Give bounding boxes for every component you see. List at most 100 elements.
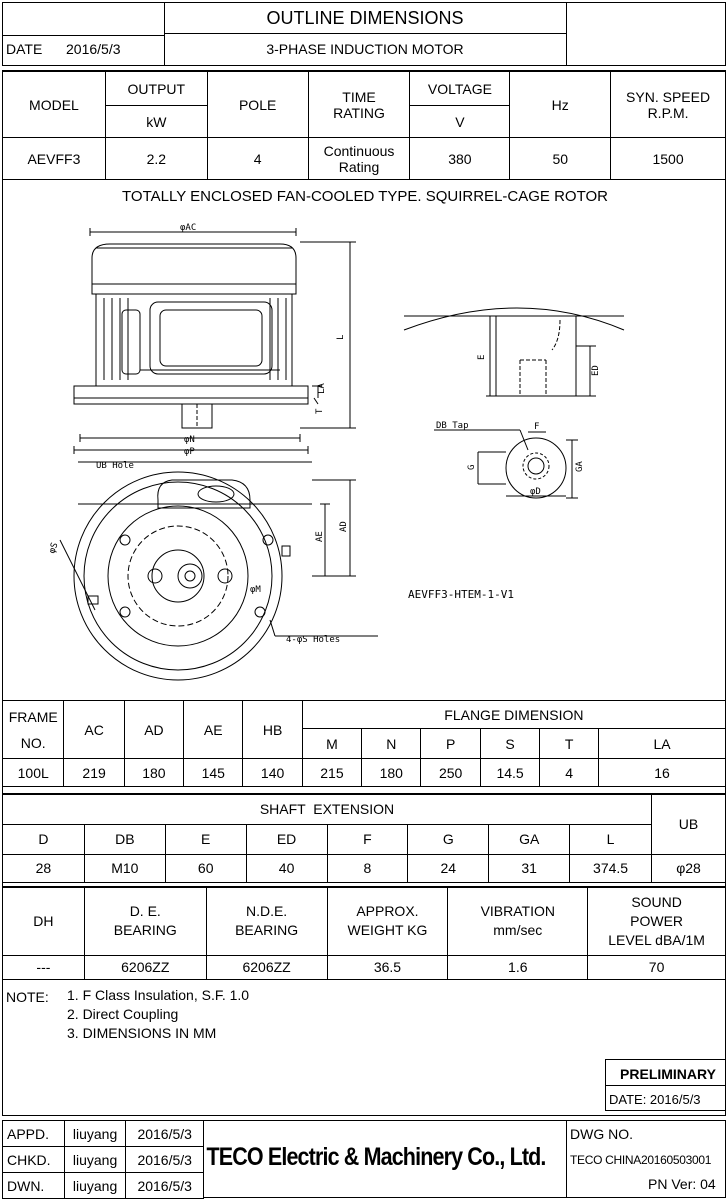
bearing-value-de: 6206ZZ bbox=[83, 954, 207, 980]
approval-role: APPD. bbox=[2, 1120, 65, 1147]
flange-value-m: 215 bbox=[301, 758, 363, 787]
flange-value-p: 250 bbox=[420, 758, 481, 787]
bearing-header-vibration: VIBRATION mm/sec bbox=[447, 886, 589, 956]
bearing-value-dh: --- bbox=[2, 954, 85, 980]
approval-table: APPD. liuyang 2016/5/3 CHKD. liuyang 201… bbox=[2, 1120, 204, 1199]
shaft-value-g: 24 bbox=[407, 853, 490, 883]
date-value: 2016/5/3 bbox=[66, 41, 121, 57]
frame-value-frame-no: 100L bbox=[1, 758, 65, 787]
label-ed: ED bbox=[591, 365, 601, 376]
drawn-role: DWN. bbox=[2, 1172, 65, 1199]
frame-header-ae: AE bbox=[183, 700, 244, 759]
shaft-header-ed: ED bbox=[245, 823, 328, 855]
flange-value-t: 4 bbox=[539, 758, 600, 787]
preliminary-date: DATE: 2016/5/3 bbox=[609, 1092, 701, 1107]
flange-header-la: LA bbox=[598, 728, 726, 759]
shaft-value-l: 374.5 bbox=[569, 853, 653, 883]
frame-header-ac: AC bbox=[63, 700, 125, 759]
preliminary-stamp-divider bbox=[605, 1085, 726, 1086]
header-voltage: VOLTAGE bbox=[409, 71, 511, 106]
bearing-value-sound: 70 bbox=[587, 954, 726, 980]
dwg-label: DWG NO. bbox=[570, 1126, 633, 1142]
header-syn-speed: SYN. SPEED R.P.M. bbox=[610, 71, 726, 138]
company-box bbox=[204, 1120, 566, 1198]
checked-name: liuyang bbox=[63, 1146, 127, 1173]
header-time-rating: TIME RATING bbox=[307, 71, 411, 138]
value-output: 2.2 bbox=[104, 137, 208, 180]
dwg-box bbox=[566, 1120, 726, 1198]
label-s: φS bbox=[47, 541, 60, 555]
value-time-rating: Continuous Rating bbox=[307, 137, 411, 180]
label-l: L bbox=[336, 335, 346, 340]
flange-header-t: T bbox=[539, 728, 600, 759]
header-divider-mid bbox=[164, 33, 566, 34]
spec-table: MODEL OUTPUT POLE TIME RATING VOLTAGE Hz… bbox=[2, 71, 726, 180]
motor-side-view bbox=[73, 228, 356, 454]
header-voltage-unit: V bbox=[409, 105, 511, 138]
bearing-header-de: D. E. BEARING bbox=[83, 886, 207, 956]
bearing-header-weight: APPROX. WEIGHT KG bbox=[326, 886, 449, 956]
frame-header-hb: HB bbox=[242, 700, 303, 759]
value-syn-speed: 1500 bbox=[610, 137, 726, 180]
shaft-value-ub: φ28 bbox=[651, 853, 726, 883]
note-item-1: 1. F Class Insulation, S.F. 1.0 bbox=[67, 987, 250, 1003]
shaft-value-d: 28 bbox=[2, 853, 85, 883]
date-label: DATE bbox=[6, 41, 43, 57]
label-f: F bbox=[534, 422, 539, 432]
label-d: φD bbox=[530, 487, 541, 497]
header-output-unit: kW bbox=[104, 105, 208, 138]
drawn-name: liuyang bbox=[63, 1172, 127, 1199]
shaft-value-e: 60 bbox=[164, 853, 247, 883]
header-output: OUTPUT bbox=[104, 71, 208, 106]
flange-header-s: S bbox=[479, 728, 541, 759]
shaft-value-f: 8 bbox=[326, 853, 409, 883]
header-date-line bbox=[2, 35, 164, 36]
label-db-tap: DB Tap bbox=[436, 421, 469, 431]
shaft-header-db: DB bbox=[83, 823, 166, 855]
drawing-caption: TOTALLY ENCLOSED FAN-COOLED TYPE. SQUIRR… bbox=[122, 188, 608, 205]
page-title: OUTLINE DIMENSIONS bbox=[266, 8, 464, 28]
shaft-header-d: D bbox=[2, 823, 85, 855]
flange-header-m: M bbox=[301, 728, 363, 759]
shaft-value-ed: 40 bbox=[245, 853, 328, 883]
bearing-value-weight: 36.5 bbox=[326, 954, 449, 980]
frame-value-hb: 140 bbox=[242, 758, 303, 787]
notes-label: NOTE: bbox=[6, 989, 49, 1005]
flange-header-n: N bbox=[361, 728, 422, 759]
value-pole: 4 bbox=[206, 137, 309, 180]
shaft-header-ga: GA bbox=[488, 823, 571, 855]
label-t: T bbox=[315, 408, 325, 414]
header-pole: POLE bbox=[206, 71, 309, 138]
label-la: LA bbox=[317, 383, 327, 394]
flange-title: FLANGE DIMENSION bbox=[301, 700, 727, 729]
frame-table: FRAME NO. AC AD AE HB FLANGE DIMENSION M… bbox=[1, 700, 727, 787]
bearing-header-nde: N.D.E. BEARING bbox=[205, 886, 328, 956]
bearing-header-dh: DH bbox=[2, 886, 85, 956]
frame-header-frame-no: FRAME NO. bbox=[1, 700, 65, 759]
shaft-table: SHAFT EXTENSION UB D DB E ED F G GA L 28… bbox=[1, 793, 726, 883]
motor-front-view bbox=[59, 461, 378, 681]
label-ad: AD bbox=[339, 521, 349, 532]
page-subtitle: 3-PHASE INDUCTION MOTOR bbox=[266, 41, 464, 57]
header-model: MODEL bbox=[2, 71, 106, 138]
frame-value-ae: 145 bbox=[183, 758, 244, 787]
value-model: AEVFF3 bbox=[2, 137, 106, 180]
shaft-header-ub: UB bbox=[651, 793, 726, 855]
shaft-header-g: G bbox=[407, 823, 490, 855]
label-ae: AE bbox=[315, 531, 325, 542]
drawing-code: AEVFF3-HTEM-1-V1 bbox=[408, 588, 514, 601]
frame-header-ad: AD bbox=[123, 700, 185, 759]
checked-role: CHKD. bbox=[2, 1146, 65, 1173]
shaft-header-e: E bbox=[164, 823, 247, 855]
bearing-header-sound: SOUND POWER LEVEL dBA/1M bbox=[587, 886, 726, 956]
bearing-table: DH D. E. BEARING N.D.E. BEARING APPROX. … bbox=[2, 886, 726, 980]
approval-date: 2016/5/3 bbox=[125, 1120, 204, 1147]
shaft-value-db: M10 bbox=[83, 853, 166, 883]
label-p: φP bbox=[184, 447, 195, 457]
value-voltage: 380 bbox=[409, 137, 511, 180]
label-m: φM bbox=[250, 585, 261, 595]
approval-name: liuyang bbox=[63, 1120, 127, 1147]
header-divider-left bbox=[164, 2, 165, 66]
shaft-title: SHAFT EXTENSION bbox=[1, 793, 653, 825]
flange-value-la: 16 bbox=[598, 758, 726, 787]
